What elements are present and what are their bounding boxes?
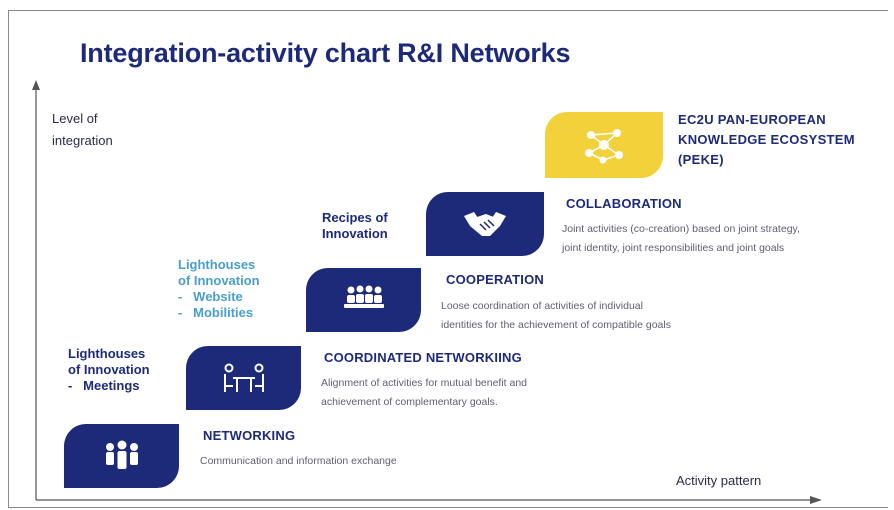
- stage-desc-line: achievement of complementary goals.: [321, 396, 498, 408]
- stage-desc-collaboration: Joint activities (co-creation) based on …: [562, 220, 800, 258]
- side-label-line: of Innovation: [178, 273, 260, 288]
- peke-title-line: (PEKE): [678, 152, 724, 167]
- stage-title-networking: NETWORKING: [203, 428, 296, 443]
- stage-title-coordinated-networking: COORDINATED NETWORKIING: [324, 350, 522, 365]
- stage-desc-line: Joint activities (co-creation) based on …: [562, 223, 800, 235]
- meeting-table-icon: [223, 363, 264, 392]
- stage-title-cooperation: COOPERATION: [446, 272, 545, 287]
- stage-desc-line: joint identity, joint responsibilities a…: [562, 242, 785, 254]
- stage-desc-line: Communication and information exchange: [200, 455, 397, 467]
- step-cooperation: [306, 268, 421, 332]
- step-coordinated-networking: [186, 346, 301, 410]
- step-networking: [64, 424, 179, 488]
- side-label-recipes: Recipes of Innovation: [322, 210, 388, 242]
- stage-title-collaboration: COLLABORATION: [566, 196, 682, 211]
- stage-title-peke: EC2U PAN-EUROPEAN KNOWLEDGE ECOSYSTEM (P…: [678, 110, 855, 170]
- stage-desc-cooperation: Loose coordination of activities of indi…: [441, 297, 671, 335]
- step-collaboration: [426, 192, 544, 256]
- side-label-line: Recipes of: [322, 210, 388, 225]
- diagram-frame: [8, 10, 888, 508]
- side-label-line: - Website: [178, 289, 243, 304]
- y-axis-arrow: [32, 80, 40, 90]
- x-axis-arrow: [810, 496, 822, 504]
- side-label-line: Innovation: [322, 226, 388, 241]
- y-axis-label-line1: Level of: [52, 111, 98, 126]
- side-label-line: Lighthouses: [68, 346, 146, 361]
- side-label-line: of Innovation: [68, 362, 150, 377]
- step-peke: [545, 112, 663, 178]
- stage-desc-coordinated-networking: Alignment of activities for mutual benef…: [321, 374, 527, 412]
- stage-desc-networking: Communication and information exchange: [200, 452, 397, 471]
- side-label-line: - Meetings: [68, 378, 140, 393]
- page-title: Integration-activity chart R&I Networks: [80, 38, 571, 68]
- peke-title-line: EC2U PAN-EUROPEAN: [678, 112, 826, 127]
- y-axis-label-line2: integration: [52, 133, 113, 148]
- conference-icon: [343, 285, 384, 308]
- network-icon: [585, 129, 623, 164]
- stage-desc-line: Alignment of activities for mutual benef…: [321, 377, 528, 389]
- stage-desc-line: Loose coordination of activities of indi…: [441, 300, 643, 312]
- x-axis-label: Activity pattern: [676, 473, 762, 488]
- side-label-line: - Mobilities: [178, 305, 254, 320]
- stage-desc-line: identities for the achievement of compat…: [441, 319, 671, 331]
- side-label-web-mobilities: Lighthouses of Innovation - Website - Mo…: [178, 257, 260, 321]
- y-axis-label: Level of integration: [52, 108, 113, 152]
- people-group-icon: [105, 440, 138, 469]
- side-label-line: Lighthouses: [178, 257, 256, 272]
- side-label-meetings: Lighthouses of Innovation - Meetings: [68, 346, 150, 394]
- handshake-icon: [464, 212, 506, 236]
- peke-title-line: KNOWLEDGE ECOSYSTEM: [678, 132, 855, 147]
